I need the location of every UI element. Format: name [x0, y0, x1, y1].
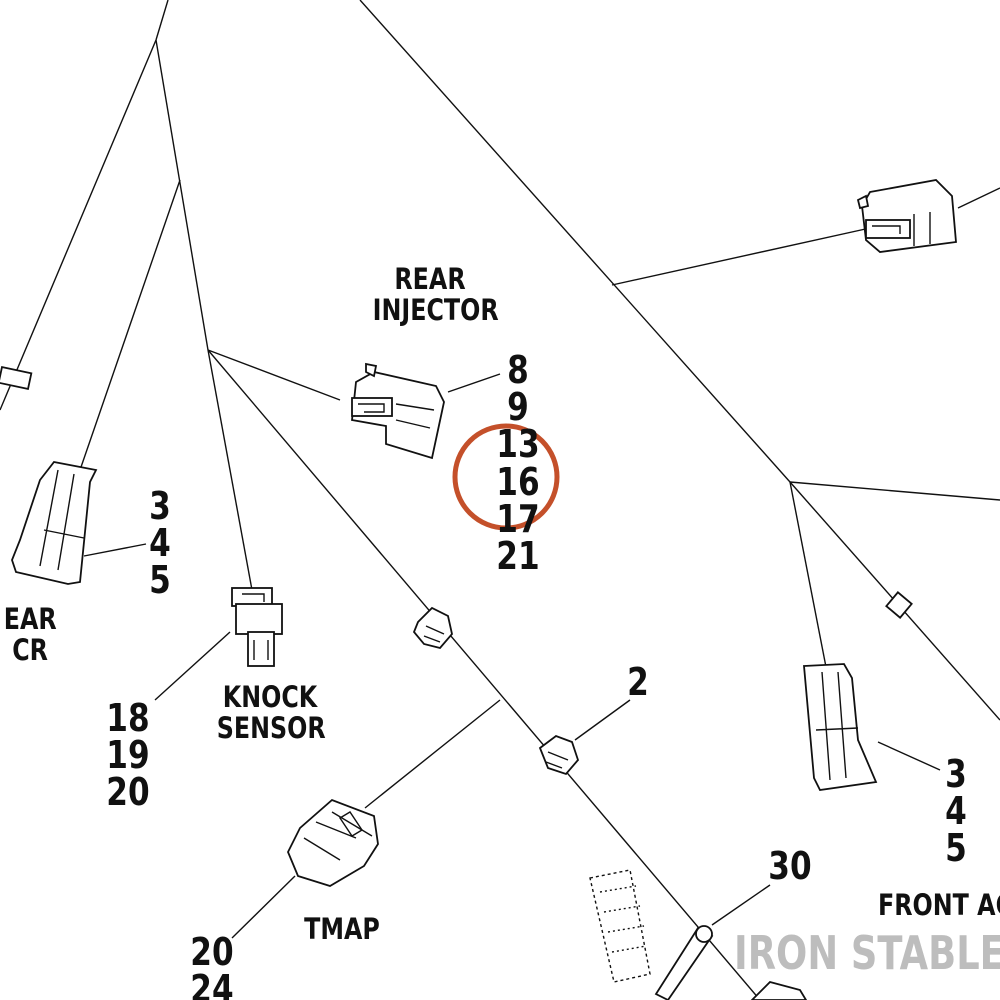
harness-clip-lower: [538, 734, 580, 776]
rear-left-label: EAR CR: [3, 602, 57, 667]
rear-left-label-line2: CR: [12, 632, 48, 667]
callout-number: 4: [945, 789, 967, 834]
front-connector-callouts: 3 4 5: [940, 752, 973, 871]
watermark-text: IRON STABLE: [734, 926, 1000, 980]
callout-number: 16: [496, 459, 540, 504]
bolt-callout: 30: [768, 844, 812, 888]
callout-number: 13: [496, 422, 540, 467]
leader-lines: [83, 373, 941, 939]
rear-injector-label-line2: INJECTOR: [372, 292, 499, 327]
knock-sensor-label-line1: KNOCK: [222, 680, 318, 714]
highlight-circle: [452, 423, 560, 531]
rear-left-label-line1: EAR: [3, 602, 57, 636]
left-connector: [0, 365, 98, 585]
knock-sensor-connector: [231, 587, 283, 667]
tmap-callouts: 20 24: [189, 930, 235, 1000]
bolt-fastener: [589, 869, 714, 1000]
rear-injector-label-line1: REAR: [394, 262, 466, 296]
callout-number: 21: [496, 534, 540, 579]
left-connector-callouts: 3 4 5: [144, 484, 177, 603]
callout-number: 5: [149, 558, 171, 603]
callout-number: 20: [190, 930, 234, 974]
knock-sensor-callouts: 18 19 20: [105, 696, 151, 815]
tmap-connector: [287, 798, 379, 887]
knock-sensor-label-line2: SENSOR: [216, 710, 326, 745]
rear-injector-callouts: 8 9 13 16 17 21: [495, 348, 541, 579]
tmap-label: TMAP: [304, 912, 380, 946]
callout-number: 19: [106, 733, 150, 778]
callout-number: 17: [496, 496, 540, 541]
rear-injector-label: REAR INJECTOR: [372, 262, 499, 327]
upper-right-connector: [856, 179, 957, 253]
callout-number: 20: [106, 770, 150, 815]
callout-number: 8: [507, 348, 529, 392]
harness-clip-upper: [412, 606, 453, 650]
callout-number: 18: [106, 696, 150, 740]
front-connector: [803, 663, 878, 791]
clip-callout: 2: [627, 660, 649, 704]
harness-clip-right: [885, 591, 913, 619]
callout-number: 3: [945, 752, 967, 796]
bottom-right-connector: [750, 980, 808, 1000]
callout-number: 9: [507, 385, 529, 430]
callout-number: 5: [945, 826, 967, 871]
rear-injector-connector: [351, 362, 445, 460]
callout-number: 24: [190, 967, 234, 1000]
front-right-label: FRONT AC: [878, 888, 1000, 922]
callout-number: 3: [149, 484, 171, 528]
callout-number: 4: [149, 521, 171, 566]
knock-sensor-label: KNOCK SENSOR: [216, 680, 326, 745]
